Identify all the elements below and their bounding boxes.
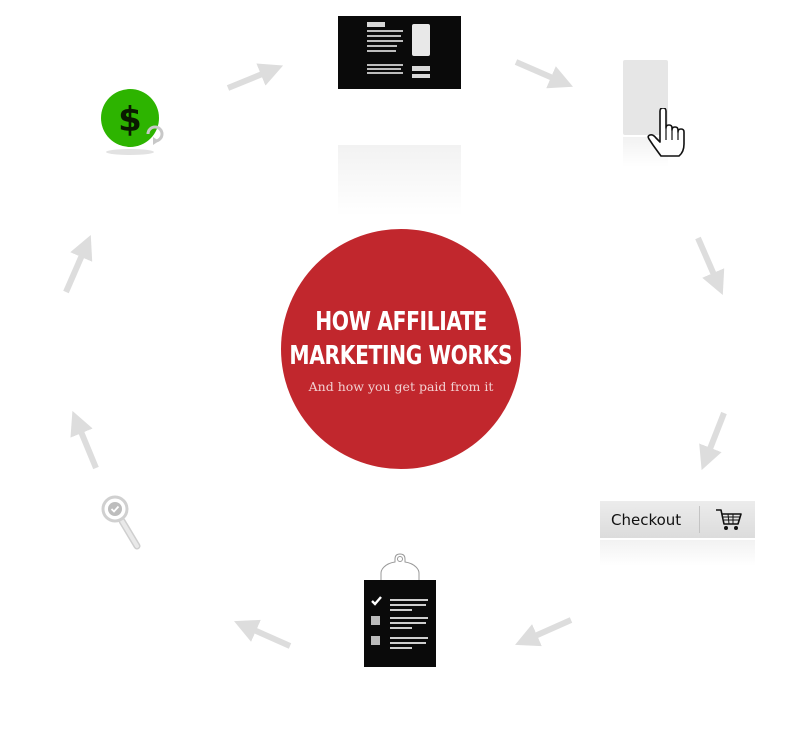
checkout-reflection — [600, 540, 755, 566]
checkout-button[interactable]: Checkout — [600, 501, 755, 538]
magnifier-icon — [95, 494, 145, 556]
arrow-coin-to-site — [226, 63, 284, 91]
arrow-magnifier-up — [70, 410, 99, 470]
website-icon — [338, 16, 461, 89]
website-reflection — [338, 145, 461, 217]
subtitle: And how you get paid from it — [308, 378, 494, 394]
checkout-label: Checkout — [611, 510, 682, 529]
arrow-checkout-to-clipboard — [515, 617, 573, 647]
cart-icon — [715, 507, 743, 533]
title-line-2: MARKETING WORKS — [289, 340, 513, 371]
title-line-1: HOW AFFILIATE — [315, 306, 487, 337]
arrow-to-checkout — [699, 411, 727, 471]
clipboard-icon — [360, 553, 440, 671]
arrow-site-to-banner — [514, 59, 574, 89]
checkout-divider — [699, 506, 700, 533]
dollar-coin-icon: $ — [99, 88, 169, 160]
svg-text:$: $ — [118, 100, 142, 140]
center-circle: HOW AFFILIATE MARKETING WORKS And how yo… — [281, 229, 521, 469]
refresh-icon — [146, 125, 164, 145]
arrow-up-to-coin — [63, 234, 93, 294]
arrow-clipboard-to-magnifier — [234, 619, 292, 649]
arrow-banner-down — [695, 236, 725, 296]
hand-cursor-icon — [647, 107, 691, 160]
